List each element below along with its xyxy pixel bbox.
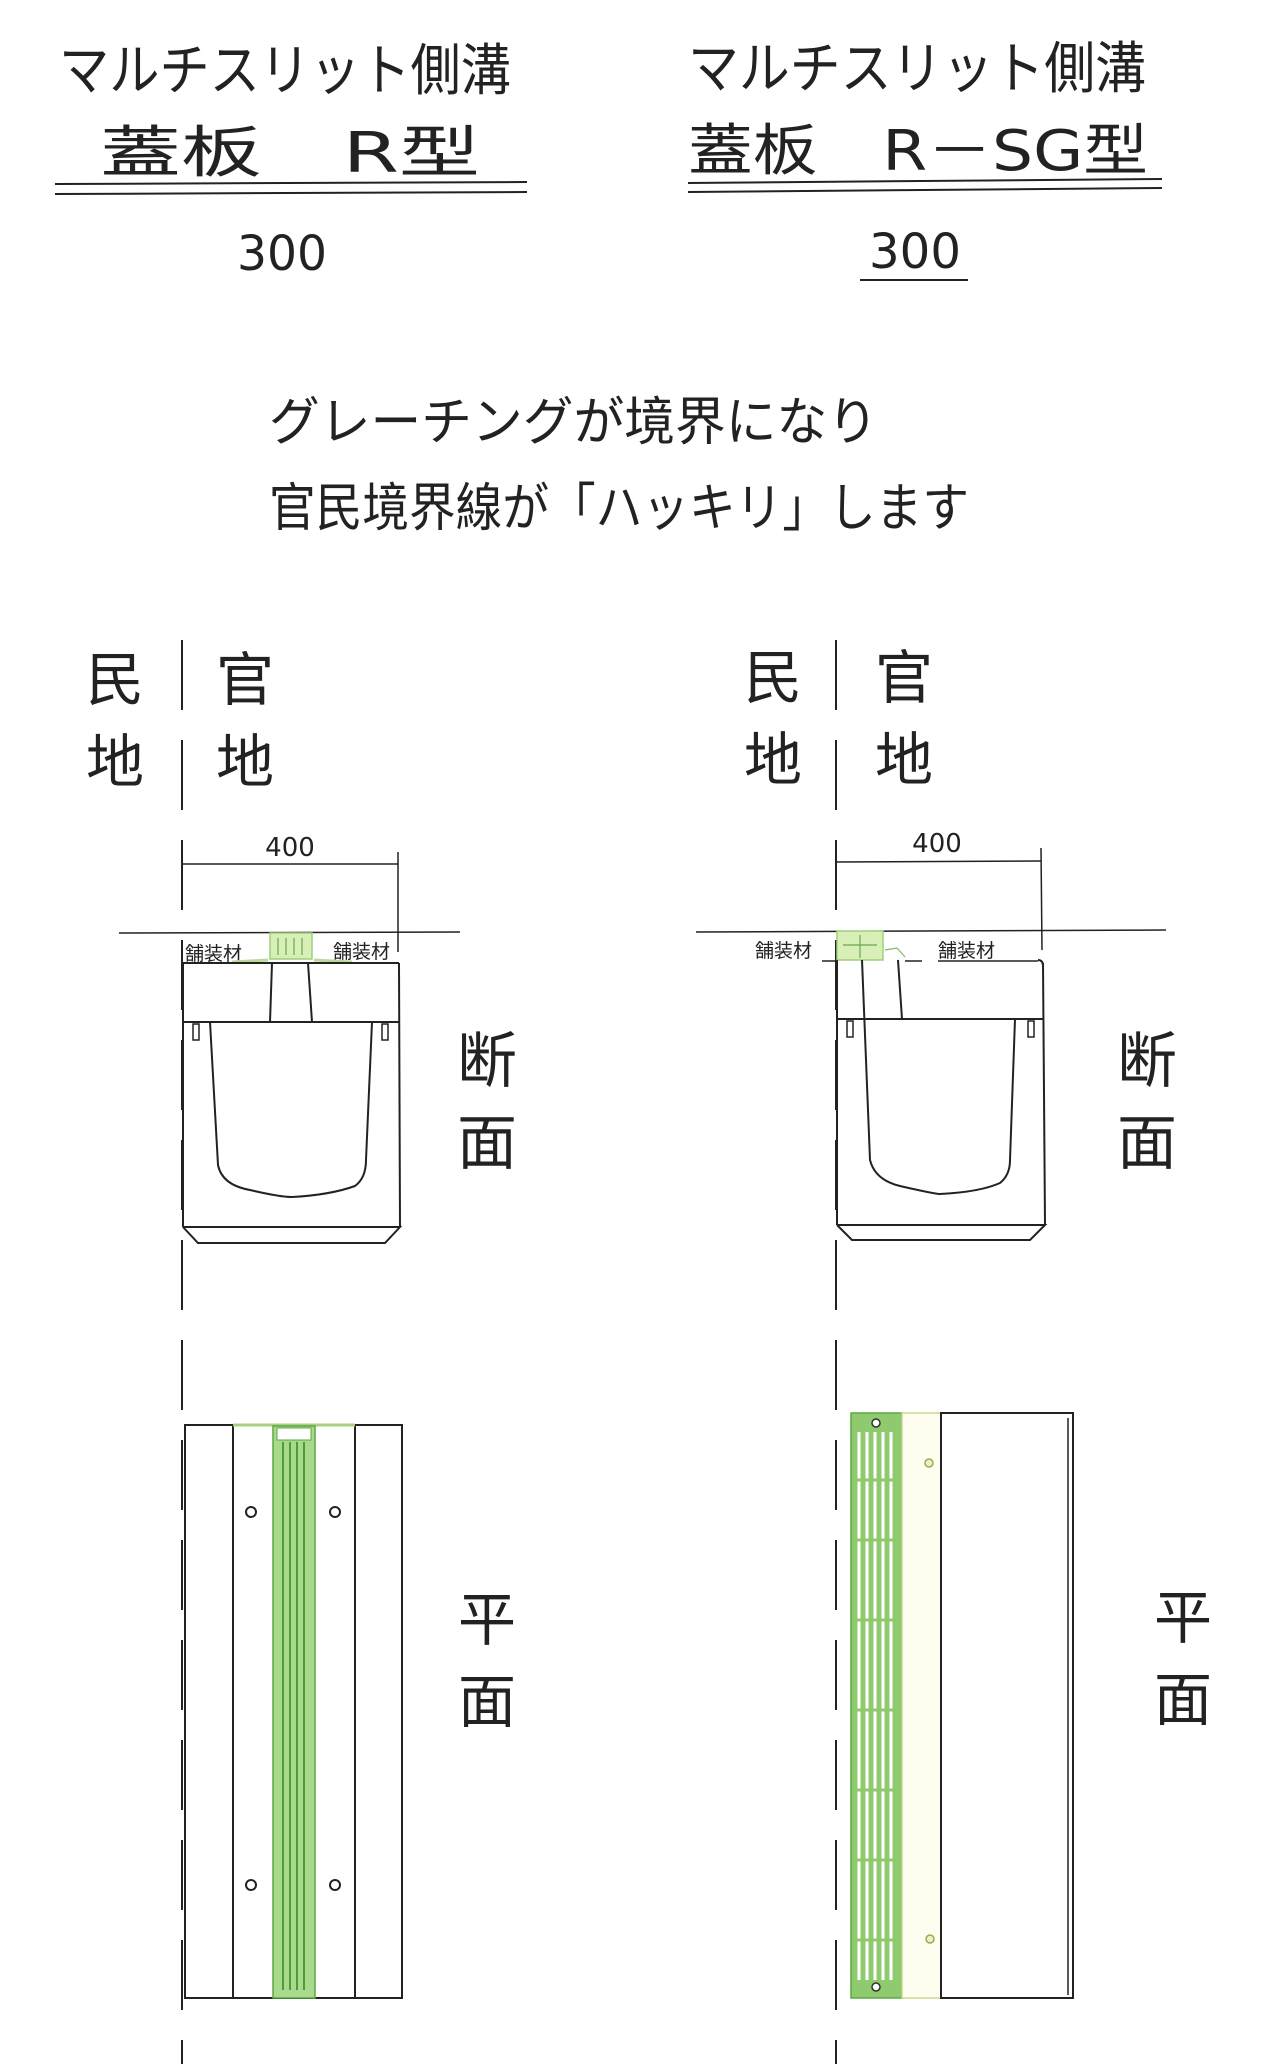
left-section-label-1: 断 — [457, 1027, 517, 1097]
left-plan-grating — [272, 1425, 316, 1999]
left-title-line2: 蓋板 R型 — [100, 121, 480, 186]
right-plan-label-1: 平 — [1154, 1584, 1212, 1652]
right-ground-line — [695, 929, 1167, 933]
right-paving-label-1: 舗装材 — [755, 940, 812, 962]
bolt-hole-icon — [329, 1879, 341, 1891]
left-slot — [269, 962, 313, 1023]
right-title-line2: 蓋板 R－SG型 — [688, 119, 1148, 184]
left-tab — [192, 1023, 200, 1041]
right-dimension-line — [835, 860, 1042, 863]
right-gutter-body — [836, 959, 1048, 1241]
left-public-label-2: 地 — [216, 728, 274, 796]
left-public-label-1: 官 — [216, 646, 274, 714]
left-section-view: 400 舗装材 舗装材 — [118, 833, 461, 1244]
left-paving-label-1: 舗装材 — [185, 943, 242, 965]
right-tab-right — [1027, 1020, 1035, 1038]
right-plan-label-2: 面 — [1154, 1666, 1212, 1734]
right-private-label-2: 地 — [744, 726, 802, 794]
bolt-hole-icon — [925, 1934, 935, 1944]
right-tab-left — [846, 1020, 854, 1038]
grating-bolt-icon — [871, 1418, 881, 1428]
left-cover-plate — [231, 958, 353, 964]
right-tab — [381, 1023, 389, 1041]
right-dimension-tick — [1040, 847, 1043, 951]
left-private-label-2: 地 — [86, 728, 144, 796]
left-paving-label-2: 舗装材 — [333, 941, 390, 963]
right-section-label-2: 面 — [1117, 1109, 1177, 1179]
left-title-underline-2 — [54, 191, 528, 195]
right-paving-label-2: 舗装材 — [938, 940, 995, 962]
right-size: 300 — [869, 224, 961, 280]
left-plan-label-2: 面 — [458, 1668, 516, 1736]
bolt-hole-icon — [329, 1506, 341, 1518]
message-line1: グレーチングが境界になり — [269, 393, 878, 453]
right-plan-strip — [901, 1412, 942, 1999]
right-section-view: 400 舗装材 舗装材 — [695, 829, 1167, 1241]
left-plan-view — [184, 1423, 403, 1999]
left-private-label-1: 民 — [86, 646, 144, 714]
left-plan-label-1: 平 — [458, 1586, 516, 1654]
right-section-label-1: 断 — [1117, 1027, 1177, 1097]
left-section-label-2: 面 — [457, 1109, 517, 1179]
right-plan-grating-slots — [857, 1432, 893, 1980]
left-title-underline-1 — [54, 181, 528, 185]
right-title-underline-2 — [687, 187, 1163, 193]
left-gutter-body — [182, 962, 403, 1244]
left-plan-grating-slats — [282, 1442, 305, 1990]
right-private-label-1: 民 — [744, 644, 802, 712]
right-public-label-1: 官 — [875, 644, 933, 712]
grating-bolt-icon — [871, 1982, 881, 1992]
right-plan-view — [850, 1412, 1074, 1999]
right-slot — [897, 959, 903, 1020]
left-dimension-label: 400 — [265, 833, 315, 863]
bolt-hole-icon — [924, 1458, 934, 1468]
left-section-grating — [269, 932, 313, 960]
right-dimension-label: 400 — [912, 829, 962, 859]
bolt-hole-icon — [245, 1506, 257, 1518]
right-plan-panel — [940, 1412, 1074, 1999]
right-public-label-2: 地 — [875, 726, 933, 794]
right-title-line1: マルチスリット側溝 — [688, 37, 1146, 102]
left-size: 300 — [237, 226, 327, 282]
right-title-underline-1 — [687, 178, 1163, 184]
left-channel — [209, 1021, 373, 1199]
right-channel — [861, 959, 1016, 1196]
bolt-hole-icon — [245, 1879, 257, 1891]
left-title-line1: マルチスリット側溝 — [59, 39, 511, 104]
message-line2: 官民境界線が「ハッキリ」します — [269, 479, 969, 539]
